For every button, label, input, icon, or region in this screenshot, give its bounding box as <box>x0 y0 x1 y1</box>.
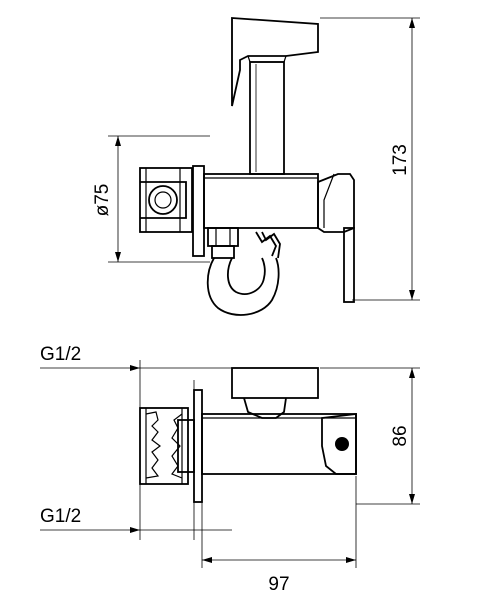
dimension-diameter: ø75 <box>92 135 210 263</box>
wall-connector <box>139 407 195 485</box>
wall-flange <box>139 165 205 257</box>
width-label: 97 <box>268 574 289 595</box>
bottom-view: G1/2 G1/2 86 97 <box>40 344 420 595</box>
top-view: ø75 173 <box>92 17 420 316</box>
thread-top-label: G1/2 <box>40 344 81 365</box>
lower-height-label: 86 <box>390 425 411 446</box>
dimension-total-height: 173 <box>320 17 420 301</box>
bottom-flange <box>193 389 203 503</box>
dimension-lower-height: 86 <box>320 367 420 505</box>
thread-bottom-label: G1/2 <box>40 506 81 527</box>
bottom-valve-body <box>201 367 357 475</box>
diameter-label: ø75 <box>92 184 113 217</box>
total-height-label: 173 <box>390 144 411 176</box>
hose-assembly <box>206 227 281 316</box>
dimension-width: 97 <box>201 476 357 595</box>
dimension-thread-top: G1/2 <box>40 344 232 371</box>
dimension-thread-bottom: G1/2 <box>40 360 232 540</box>
valve-body <box>203 173 355 303</box>
shower-head <box>231 17 319 175</box>
